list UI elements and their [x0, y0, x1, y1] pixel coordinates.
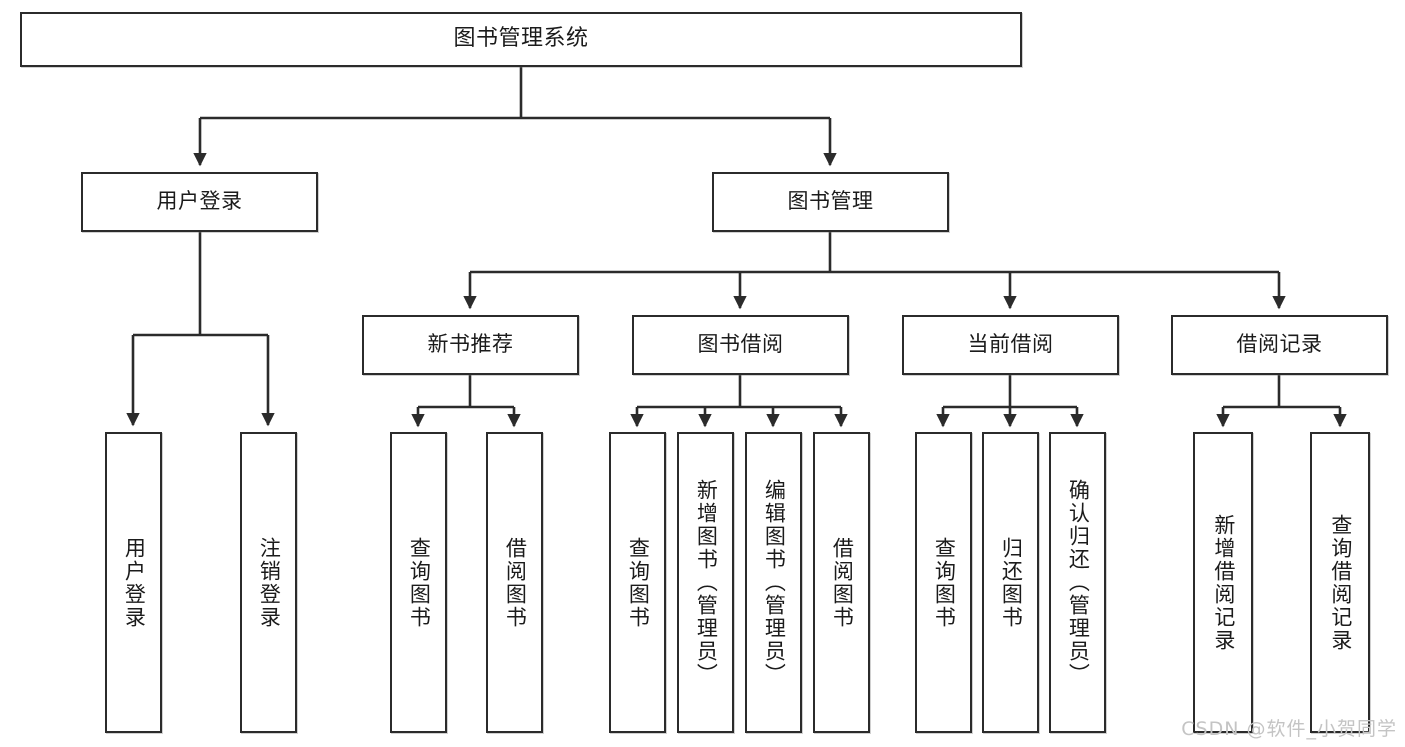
leaf-label: 编辑图书（管理员）: [762, 479, 787, 686]
leaf-user-login-login[interactable]: 用户登录: [105, 432, 162, 733]
node-current-borrow[interactable]: 当前借阅: [902, 315, 1119, 375]
leaf-label: 注销登录: [257, 536, 282, 629]
leaf-book-borrow-add[interactable]: 新增图书（管理员）: [677, 432, 734, 733]
leaf-book-borrow-edit[interactable]: 编辑图书（管理员）: [745, 432, 802, 733]
leaf-label: 查询图书: [932, 536, 957, 629]
node-borrow-record[interactable]: 借阅记录: [1171, 315, 1388, 375]
leaf-label: 查询图书: [407, 536, 432, 629]
leaf-current-borrow-query[interactable]: 查询图书: [915, 432, 972, 733]
leaf-label: 新增图书（管理员）: [694, 479, 719, 686]
node-root-system[interactable]: 图书管理系统: [20, 12, 1022, 67]
leaf-new-book-borrow[interactable]: 借阅图书: [486, 432, 543, 733]
leaf-label: 查询借阅记录: [1328, 513, 1353, 652]
node-user-login[interactable]: 用户登录: [81, 172, 318, 232]
csdn-watermark: CSDN @软件_小贺同学: [1181, 718, 1397, 740]
leaf-book-borrow-borrow[interactable]: 借阅图书: [813, 432, 870, 733]
leaf-label: 新增借阅记录: [1211, 513, 1236, 652]
leaf-book-borrow-query[interactable]: 查询图书: [609, 432, 666, 733]
node-new-book-recommend[interactable]: 新书推荐: [362, 315, 579, 375]
leaf-label: 借阅图书: [830, 536, 855, 629]
leaf-current-borrow-return[interactable]: 归还图书: [982, 432, 1039, 733]
leaf-borrow-record-add[interactable]: 新增借阅记录: [1193, 432, 1253, 733]
leaf-label: 用户登录: [122, 536, 147, 629]
leaf-label: 确认归还（管理员）: [1066, 479, 1091, 686]
leaf-user-login-logout[interactable]: 注销登录: [240, 432, 297, 733]
node-book-management[interactable]: 图书管理: [712, 172, 949, 232]
leaf-current-borrow-confirm[interactable]: 确认归还（管理员）: [1049, 432, 1106, 733]
leaf-label: 借阅图书: [503, 536, 528, 629]
leaf-label: 归还图书: [999, 536, 1024, 629]
leaf-label: 查询图书: [626, 536, 651, 629]
node-book-borrow[interactable]: 图书借阅: [632, 315, 849, 375]
leaf-new-book-query[interactable]: 查询图书: [390, 432, 447, 733]
leaf-borrow-record-query[interactable]: 查询借阅记录: [1310, 432, 1370, 733]
